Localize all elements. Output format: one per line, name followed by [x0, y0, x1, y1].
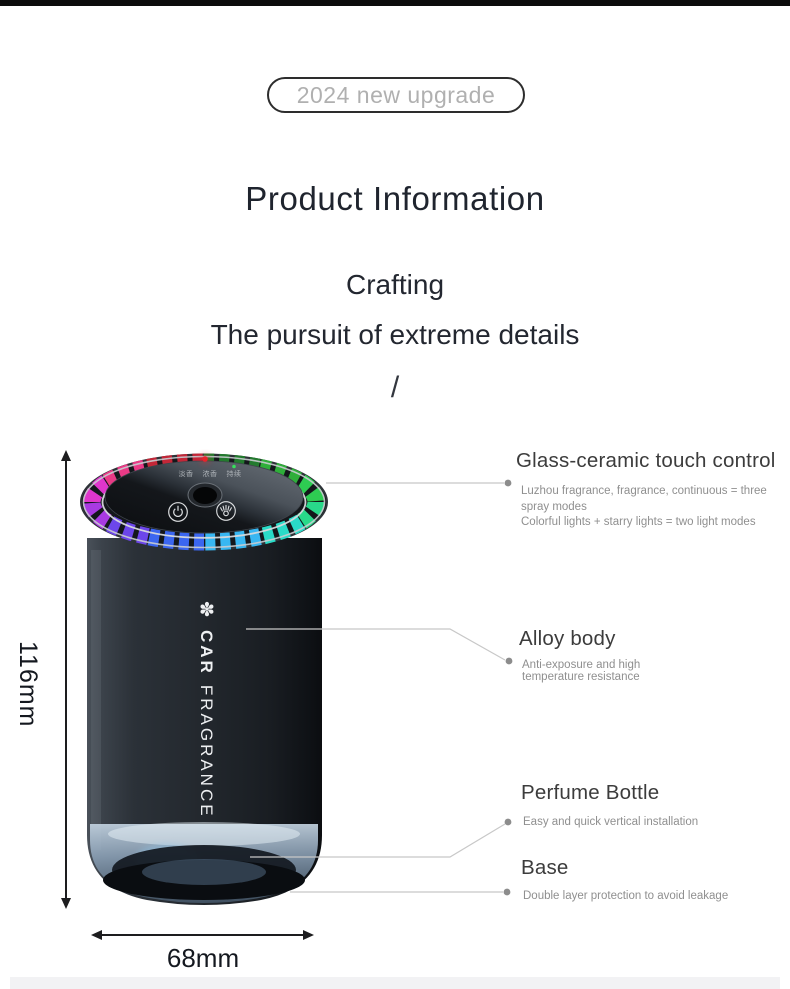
arrow-up-icon [61, 450, 71, 461]
callout-perfume-bottle: Perfume Bottle Easy and quick vertical i… [521, 781, 773, 831]
callout-base: Base Double layer protection to avoid le… [521, 856, 783, 905]
height-dimension-label: 116mm [14, 641, 42, 728]
mode-label-strong: 浓香 [203, 469, 218, 478]
arrow-right-icon [303, 930, 314, 940]
base-glass [90, 822, 318, 903]
width-dimension-line [102, 934, 303, 936]
connector-dot [504, 479, 512, 487]
led-segment [102, 459, 150, 490]
callout-title: Perfume Bottle [521, 781, 660, 804]
brand-text: ✽ CAR FRAGRANCE [195, 599, 217, 819]
callout-alloy-body: Alloy body Anti-exposure and high temper… [519, 627, 662, 684]
callout-line: Anti-exposure and high temperature resis… [522, 659, 641, 684]
arrow-left-icon [91, 930, 102, 940]
height-dimension-line [65, 460, 67, 899]
status-led-green [232, 464, 236, 469]
flower-icon: ✽ [196, 599, 217, 621]
led-segment [258, 514, 306, 545]
badge-label: 2024 new upgrade [296, 81, 496, 108]
touch-panel: 淡香 浓香 持续 [104, 453, 304, 534]
callout-title: Base [521, 856, 569, 879]
brand-name-rest: FRAGRANCE [197, 684, 216, 819]
callout-title: Glass-ceramic touch control [516, 449, 776, 472]
page-title: Product Information [245, 180, 545, 217]
led-segment [83, 501, 112, 530]
status-led-red-glow [199, 453, 211, 465]
divider-slash: / [390, 371, 400, 404]
subtitle-crafting: Crafting [345, 269, 445, 300]
mode-label-light: 淡香 [179, 469, 194, 478]
bottom-strip [10, 977, 780, 989]
callout-line: Luzhou fragrance, fragrance, continuous … [521, 485, 767, 513]
led-segment [203, 528, 262, 551]
led-segment [146, 528, 205, 551]
badge-2024-upgrade: 2024 new upgrade [267, 77, 525, 113]
connector-dot [504, 818, 512, 826]
callout-line: Easy and quick vertical installation [523, 816, 699, 828]
callout-line: Colorful lights + starry lights = two li… [521, 516, 756, 529]
light-mode-icon[interactable] [216, 501, 236, 521]
mode-label-continuous: 持续 [227, 469, 242, 478]
section-divider-bar [0, 0, 790, 6]
led-segment [83, 474, 112, 503]
tagline: The pursuit of extreme details [210, 319, 580, 350]
connector-dot [503, 888, 511, 896]
arrow-down-icon [61, 898, 71, 909]
led-segment [296, 474, 325, 503]
led-segment [296, 501, 325, 530]
connector-dot [505, 657, 513, 665]
brand-name-bold: CAR [197, 630, 216, 676]
led-segment [102, 514, 150, 545]
callout-touch-control: Glass-ceramic touch control Luzhou fragr… [516, 449, 779, 531]
power-icon[interactable] [168, 502, 188, 522]
callout-title: Alloy body [519, 627, 616, 650]
spray-nozzle [187, 482, 223, 508]
callout-line: Double layer protection to avoid leakage [523, 890, 729, 902]
width-dimension-label: 68mm [166, 943, 240, 973]
